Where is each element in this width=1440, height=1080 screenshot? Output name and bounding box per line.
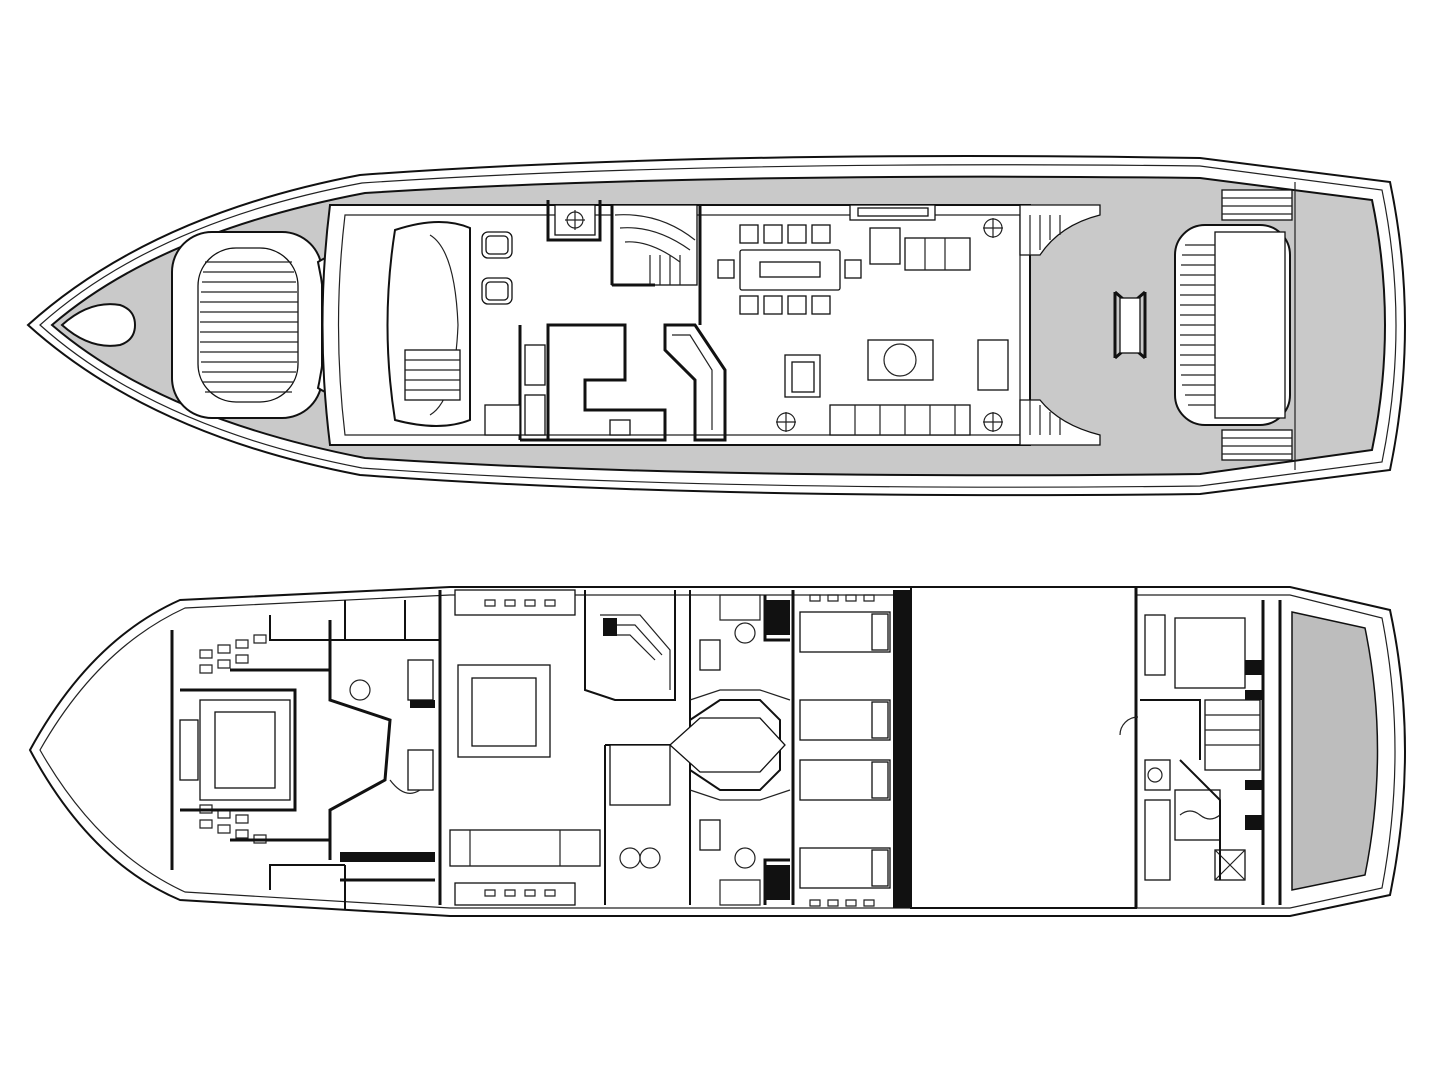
crew-quarters [1119, 587, 1282, 908]
cockpit-table [1113, 290, 1147, 360]
helm-seats [481, 231, 513, 305]
salon-armchair [869, 227, 901, 265]
fwd-storage-glyphs [199, 634, 267, 844]
guest-cabin-double [438, 589, 601, 906]
helm-console [386, 220, 471, 427]
salon-sofa-lower [829, 404, 971, 436]
swim-platform-lower [1291, 611, 1379, 891]
lobby-diamond [669, 717, 786, 773]
helm-stairs [404, 349, 461, 401]
salon-sofa-upper [904, 237, 971, 271]
stairwell-partition [663, 323, 727, 442]
twin-cabins [791, 590, 911, 908]
foredeck-sunpad-slats [197, 247, 299, 403]
coffee-table [867, 339, 934, 381]
bow-anchor-hatch [60, 303, 137, 347]
lobby-heads [609, 594, 791, 906]
dining-set [717, 224, 862, 315]
lower-deck-plan [28, 586, 1406, 917]
galley-walls [546, 200, 667, 442]
lower-spiral-stair [600, 614, 671, 690]
upper-deck-plan [26, 155, 1406, 497]
fwd-cabin-partition-bottom [269, 864, 346, 910]
engine-room [910, 586, 1137, 909]
upper-hull-inner-line [39, 164, 1397, 488]
central-stair [610, 204, 698, 287]
fwd-cabin-partition-top [269, 600, 440, 641]
aft-stairs-bottom [1221, 429, 1293, 461]
aft-stairs-top [1221, 189, 1293, 221]
